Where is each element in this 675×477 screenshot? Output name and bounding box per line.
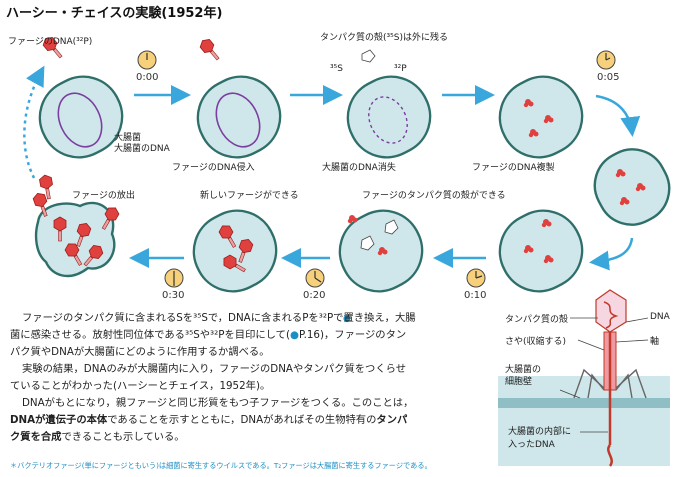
clock-icon-0-05 (596, 50, 616, 70)
label-wall-2: 細胞壁 (505, 377, 533, 387)
cell-step7 (338, 209, 424, 293)
caption-dna-entry: ファージのDNA侵入 (172, 163, 255, 173)
ref-link-icon: ● (290, 329, 299, 341)
caption-new-phage: 新しいファージができる (200, 191, 299, 201)
caption-dna-replication: ファージのDNA複製 (472, 163, 555, 173)
label-shell: タンパク質の殻 (505, 315, 569, 325)
body-paragraph-2: 実験の結果，DNAのみが大腸菌内に入り，ファージのDNAやタンパク質をつくらせ … (10, 363, 407, 392)
flow-arrows (23, 65, 641, 271)
label-wall: 大腸菌の (505, 365, 542, 375)
phage-structure-diagram (498, 289, 670, 467)
body-paragraph-1: ファージのタンパク質に含まれるSを³⁵Sで，DNAに含まれるPを³²Pで置き換え… (10, 312, 416, 358)
cell-step4 (498, 75, 584, 159)
label-ecoli-dna: 大腸菌のDNA (114, 144, 170, 154)
clock-icon-0-10 (466, 268, 486, 288)
footnote: ＊バクテリオファージ(単にファージともいう)は細菌に寄生するウイルスである。T₂… (10, 461, 432, 470)
svg-text:●: ● (343, 314, 351, 324)
cell-step9-burst (31, 173, 122, 278)
clock-icon-0-30 (164, 268, 184, 288)
page-ref-link[interactable]: P.16 (299, 329, 320, 341)
label-ecoli: 大腸菌 (114, 133, 142, 143)
label-axis: 軸 (650, 337, 660, 347)
time-0-30: 0:30 (162, 290, 185, 301)
cell-step2 (196, 36, 282, 159)
time-0-00: 0:00 (136, 72, 159, 83)
label-32p: ³²P (394, 64, 407, 74)
page-title: ハーシー・チェイスの実験(1952年) (6, 6, 223, 21)
cell-step3 (346, 49, 432, 159)
time-0-05: 0:05 (597, 72, 620, 83)
label-phage-dna: ファージのDNA(³²P) (8, 37, 93, 47)
time-0-20: 0:20 (303, 290, 326, 301)
label-protein-shell: タンパク質の殻(³⁵S)は外に残る (320, 33, 448, 43)
time-0-10: 0:10 (464, 290, 487, 301)
caption-dna-loss: 大腸菌のDNA消失 (322, 163, 396, 173)
clock-icon-0-20 (305, 268, 325, 288)
cell-step6 (498, 209, 584, 293)
caption-phage-release: ファージの放出 (72, 191, 135, 201)
caption-shell-forms: ファージのタンパク質の殻ができる (362, 191, 506, 201)
label-inside: 大腸菌の内部に (508, 427, 572, 437)
label-inside-2: 入ったDNA (508, 440, 555, 450)
clock-icon-0-00 (137, 50, 157, 70)
cell-step8 (192, 209, 278, 293)
cell-step5 (593, 148, 671, 226)
cell-step1 (38, 34, 124, 159)
body-paragraph-3: DNAがもとになり，親ファージと同じ形質をもつ子ファージをつくる。このことは， … (10, 397, 414, 443)
label-sheath: さや(収縮する) (505, 337, 567, 347)
label-dna: DNA (650, 312, 670, 322)
label-35s: ³⁵S (330, 64, 343, 74)
